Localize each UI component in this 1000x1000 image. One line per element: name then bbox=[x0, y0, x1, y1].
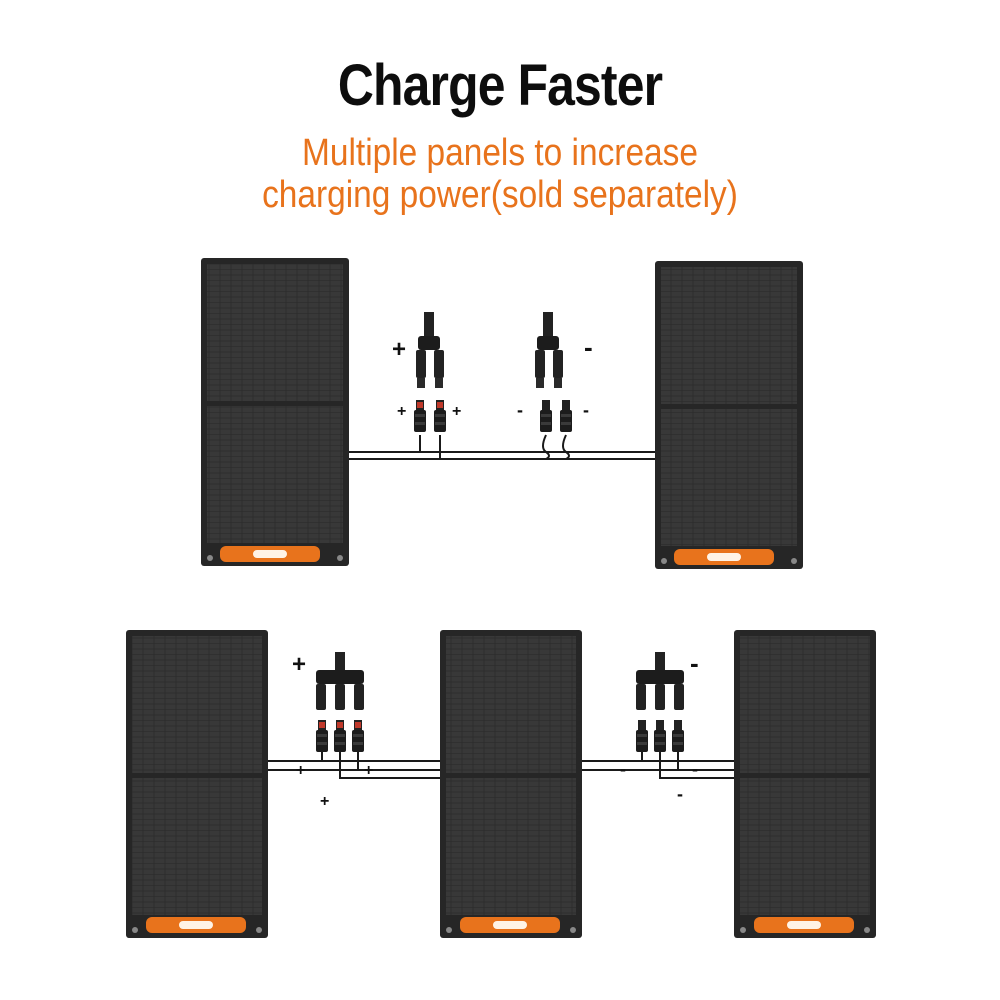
plus-sign: + bbox=[452, 403, 461, 420]
solar-panel-bottom-right bbox=[734, 630, 876, 938]
wire-top bbox=[349, 434, 655, 460]
panel-cell-block bbox=[446, 778, 576, 915]
minus-sign: - bbox=[690, 648, 699, 678]
y-branch-connector-positive bbox=[416, 312, 444, 388]
solar-panel-bottom-center bbox=[440, 630, 582, 938]
panel-cell-block bbox=[446, 636, 576, 773]
plus-sign: + bbox=[296, 762, 305, 779]
mc4-connector-trio-positive bbox=[316, 720, 364, 752]
panel-cell-block bbox=[661, 409, 797, 546]
panel-cell-block bbox=[207, 406, 343, 543]
plus-sign: + bbox=[392, 336, 406, 363]
page-subtitle-line-1: Multiple panels to increase bbox=[302, 132, 698, 174]
minus-sign: - bbox=[677, 784, 683, 804]
mc4-connector-pair-negative bbox=[540, 400, 572, 432]
panel-cell-block bbox=[207, 264, 343, 401]
plus-sign: + bbox=[292, 651, 306, 678]
mc4-connector-trio-negative bbox=[636, 720, 684, 752]
solar-panel-top-left bbox=[201, 258, 349, 566]
mc4-connector-pair-positive bbox=[414, 400, 446, 432]
panel-cell-block bbox=[740, 778, 870, 915]
three-way-branch-connector-negative bbox=[636, 652, 684, 710]
plus-sign: + bbox=[320, 793, 329, 810]
solar-panel-top-right bbox=[655, 261, 803, 569]
plus-sign: + bbox=[397, 403, 406, 420]
minus-sign: - bbox=[583, 400, 589, 420]
minus-sign: - bbox=[692, 759, 698, 779]
y-branch-connector-negative bbox=[535, 312, 563, 388]
solar-panel-bottom-left bbox=[126, 630, 268, 938]
plus-sign: + bbox=[364, 762, 373, 779]
panel-cell-block bbox=[132, 778, 262, 915]
panel-cell-block bbox=[661, 267, 797, 404]
page-subtitle-line-2: charging power(sold separately) bbox=[262, 174, 738, 216]
panel-cell-block bbox=[132, 636, 262, 773]
page-title: Charge Faster bbox=[337, 53, 663, 118]
three-way-branch-connector-positive bbox=[316, 652, 364, 710]
panel-cell-block bbox=[740, 636, 870, 773]
minus-sign: - bbox=[517, 400, 523, 420]
minus-sign: - bbox=[584, 332, 593, 362]
minus-sign: - bbox=[620, 759, 626, 779]
